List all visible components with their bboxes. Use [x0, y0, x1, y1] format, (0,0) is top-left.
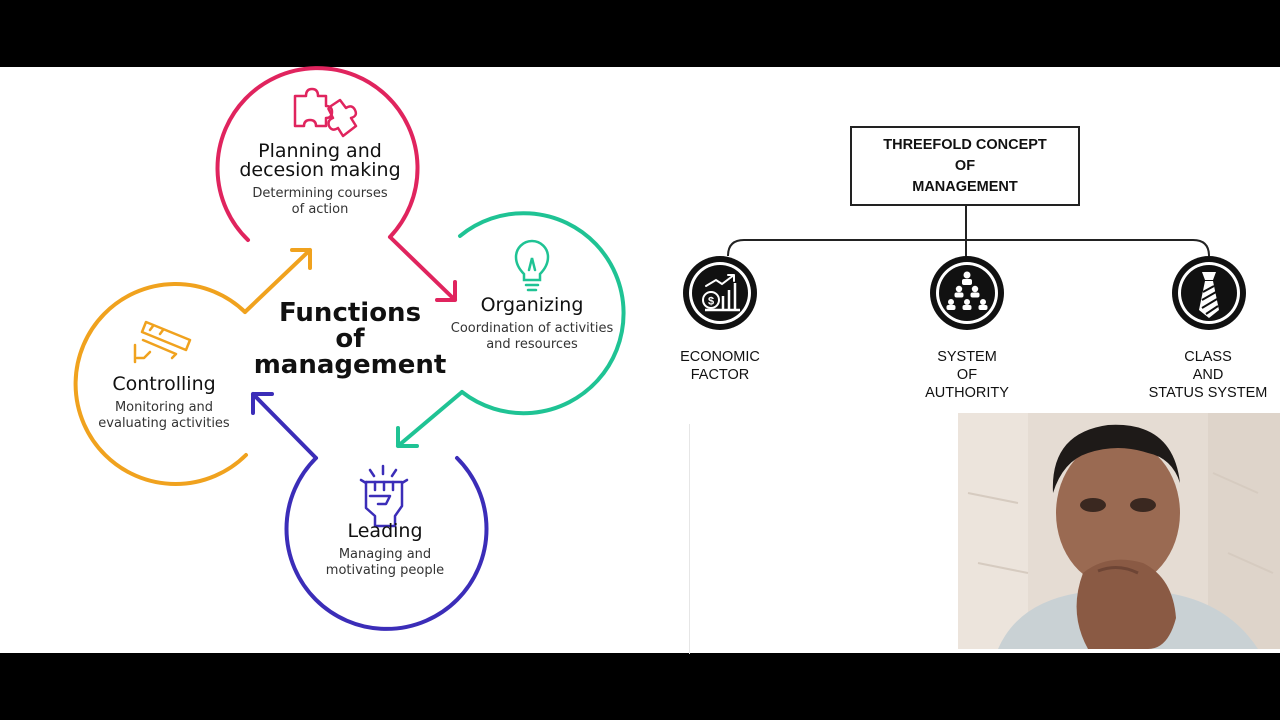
- controlling-label: Controlling Monitoring and evaluating ac…: [84, 375, 244, 432]
- presenter-webcam-video: [958, 413, 1280, 649]
- hierarchy-icon: [930, 256, 1004, 330]
- planning-label: Planning and decesion making Determining…: [222, 142, 418, 218]
- svg-text:$: $: [708, 296, 714, 308]
- planning-title-line-2: decesion making: [239, 159, 401, 181]
- organizing-to-leading-arrow: [396, 390, 464, 448]
- organizing-title: Organizing: [480, 294, 584, 316]
- system-of-authority-label: SYSTEM OF AUTHORITY: [925, 349, 1009, 401]
- organizing-label: Organizing Coordination of activities an…: [440, 296, 624, 353]
- slide-divider: [689, 424, 690, 654]
- threefold-concept-box: THREEFOLD CONCEPT OF MANAGEMENT: [850, 126, 1080, 206]
- center-title-line-1: Functions: [278, 298, 422, 328]
- threefold-concept-title: THREEFOLD CONCEPT OF MANAGEMENT: [883, 136, 1047, 195]
- tree-branch: [727, 239, 1210, 257]
- necktie-icon: [1172, 256, 1246, 330]
- planning-desc-line-1: Determining courses: [252, 186, 388, 201]
- leading-title: Leading: [347, 520, 423, 542]
- management-cycle-diagram: [73, 66, 626, 631]
- raised-fist-icon: [359, 464, 409, 528]
- lightbulb-icon: [514, 239, 550, 292]
- planning-title-line-1: Planning and: [258, 140, 382, 162]
- planning-desc-line-2: of action: [291, 202, 349, 217]
- organizing-arc: [458, 211, 626, 416]
- planning-arc: [215, 66, 420, 242]
- class-status-system-label: CLASS AND STATUS SYSTEM: [1148, 349, 1268, 401]
- economic-factor-label: ECONOMIC FACTOR: [680, 349, 760, 383]
- leading-to-controlling-arrow: [251, 392, 318, 460]
- organizing-desc-line-1: Coordination of activities: [450, 321, 614, 336]
- leading-desc-line-1: Managing and: [338, 547, 432, 562]
- organizing-desc-line-2: and resources: [486, 337, 578, 352]
- leading-desc-line-2: motivating people: [325, 563, 445, 578]
- center-title-line-3: management: [253, 350, 447, 380]
- planning-to-organizing-arrow: [388, 235, 457, 302]
- center-title-line-2: of: [335, 324, 365, 354]
- cycle-center-title: Functions of management: [250, 300, 450, 378]
- leading-arc: [284, 456, 489, 631]
- controlling-desc-line-2: evaluating activities: [98, 416, 230, 431]
- leading-label: Leading Managing and motivating people: [300, 522, 470, 579]
- controlling-to-planning-arrow: [243, 248, 312, 314]
- puzzle-icon: [293, 87, 358, 138]
- controlling-arc: [73, 282, 248, 486]
- controlling-title: Controlling: [112, 373, 216, 395]
- controlling-desc-line-1: Monitoring and: [114, 400, 214, 415]
- security-camera-icon: [133, 320, 192, 364]
- money-growth-icon: $: [683, 256, 757, 330]
